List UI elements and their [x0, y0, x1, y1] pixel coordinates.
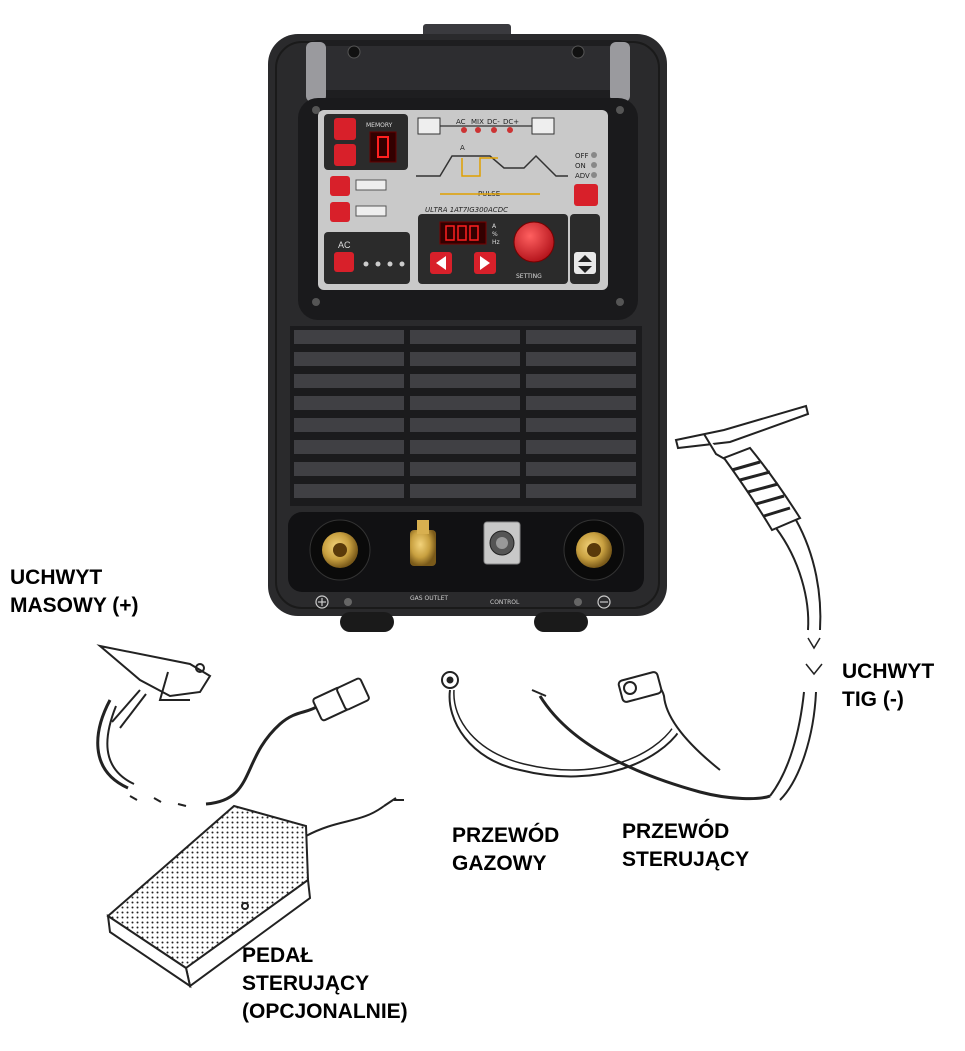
- mode-dc-minus-label: DC-: [487, 118, 500, 126]
- gas-hose-label-line2: GAZOWY: [452, 852, 547, 875]
- status-off: OFF: [575, 152, 589, 160]
- current-display: [439, 221, 487, 245]
- ground-clamp-label-line2: MASOWY (+): [10, 594, 139, 617]
- mode-dc-plus-label: DC+: [503, 118, 519, 126]
- function-button[interactable]: [574, 252, 596, 274]
- svg-text:A: A: [460, 144, 465, 152]
- status-adv: ADV: [575, 172, 590, 180]
- ac-label: AC: [338, 240, 351, 250]
- gas-outlet-label: GAS OUTLET: [410, 595, 448, 602]
- memory-save-button[interactable]: [334, 144, 356, 166]
- mode-indicators: [461, 127, 513, 133]
- memory-up-button[interactable]: [334, 118, 356, 140]
- setting-knob[interactable]: [513, 221, 555, 263]
- memory-label: MEMORY: [366, 122, 393, 129]
- ground-clamp-illustration: [96, 644, 370, 807]
- unit-percent: %: [492, 231, 498, 238]
- gas-outlet-fitting: [410, 530, 436, 566]
- control-label: CONTROL: [490, 599, 520, 606]
- foot-pedal-illustration: [106, 797, 404, 989]
- tig-torch-label: UCHWYT TIG (-): [842, 658, 934, 714]
- control-cable-label-line1: PRZEWÓD: [622, 820, 730, 843]
- tig-torch-label-line2: TIG (-): [842, 688, 904, 711]
- hose-and-cable-illustration: [441, 671, 771, 801]
- control-cable-label-line2: STERUJĄCY: [622, 848, 750, 871]
- gas-hose-label-line1: PRZEWÓD: [452, 824, 560, 847]
- mode-ac-label: AC: [456, 118, 466, 126]
- foot-pedal-label-line1: PEDAŁ: [242, 944, 314, 967]
- tig-torch-label-line1: UCHWYT: [842, 660, 935, 683]
- foot-pedal-label-line2: STERUJĄCY: [242, 972, 370, 995]
- unit-hz: Hz: [492, 239, 500, 246]
- status-select-button[interactable]: [574, 184, 598, 206]
- foot-pedal-label: PEDAŁ STERUJĄCY (OPCJONALNIE): [242, 942, 408, 1026]
- control-panel: MEMORY AC MIX DC- DC+ A PULSE: [318, 110, 608, 290]
- foot-pedal-label-line3: (OPCJONALNIE): [242, 1000, 408, 1023]
- ground-clamp-label-line1: UCHWYT: [10, 566, 103, 589]
- param-button-2[interactable]: [330, 202, 350, 222]
- ventilation-grille: [290, 326, 642, 506]
- unit-a: A: [492, 223, 497, 230]
- model-label: ULTRA 1AT7IG300ACDC: [425, 206, 508, 214]
- param-button-1[interactable]: [330, 176, 350, 196]
- setting-label: SETTING: [516, 273, 542, 280]
- left-arrow-icon: [436, 256, 446, 270]
- mode-mix-label: MIX: [471, 118, 484, 126]
- status-on: ON: [575, 162, 586, 170]
- right-arrow-icon: [480, 256, 490, 270]
- tig-torch-illustration: [674, 404, 823, 801]
- ac-select-button[interactable]: [334, 252, 354, 272]
- control-cable-label: PRZEWÓD STERUJĄCY: [622, 818, 749, 874]
- welding-machine: MEMORY AC MIX DC- DC+ A PULSE: [268, 24, 667, 632]
- gas-hose-label: PRZEWÓD GAZOWY: [452, 822, 559, 878]
- connector-bay: [288, 512, 644, 592]
- waveform-graph: [416, 154, 568, 177]
- ground-clamp-label: UCHWYT MASOWY (+): [10, 564, 139, 620]
